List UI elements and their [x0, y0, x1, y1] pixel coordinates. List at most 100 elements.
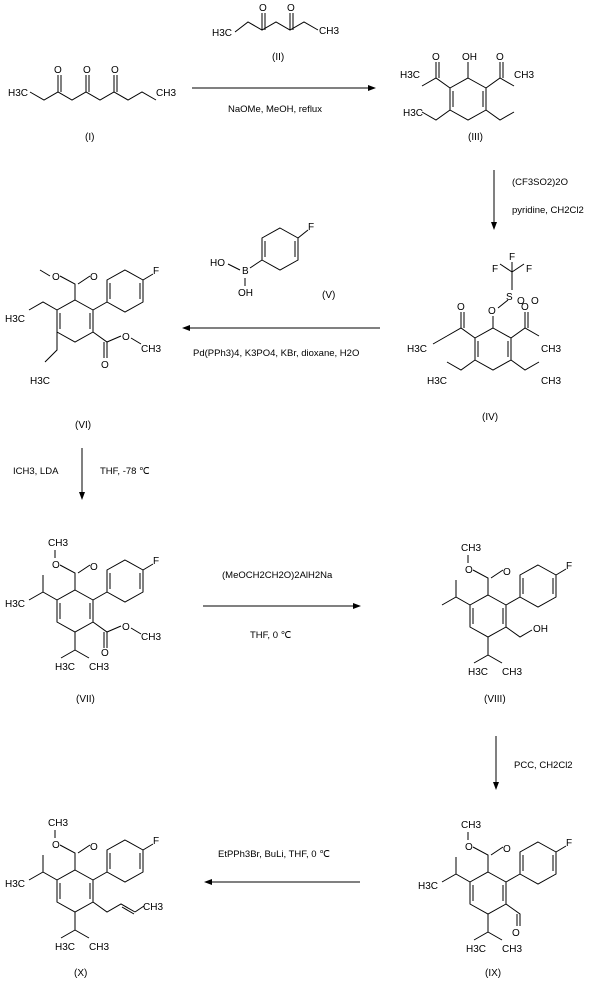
atom-o: O [465, 842, 473, 853]
atom-o: O [287, 3, 295, 14]
atom-ch3: CH3 [502, 667, 522, 678]
atom-o: O [457, 302, 465, 313]
atom-o: O [122, 622, 130, 633]
atom-ch3: CH3 [502, 944, 522, 955]
atom-h3c: H3C [466, 944, 486, 955]
atom-o: O [90, 842, 98, 853]
atom-o: O [259, 3, 267, 14]
atom-o: O [90, 562, 98, 573]
compound-vii-structure: O O CH3 H3C F O O CH3 H3C CH3 [5, 538, 161, 673]
atom-h3c: H3C [5, 879, 25, 890]
atom-h3c: H3C [8, 88, 28, 99]
atom-o: O [122, 332, 130, 343]
atom-h3c: H3C [418, 881, 438, 892]
atom-f: F [509, 252, 515, 263]
atom-ho: HO [210, 258, 225, 269]
atom-h3c: H3C [212, 28, 232, 39]
atom-o: O [465, 565, 473, 576]
atom-f: F [526, 264, 532, 275]
atom-oh: OH [533, 624, 548, 635]
atom-h3c: H3C [5, 314, 25, 325]
atom-o: O [531, 296, 539, 307]
atom-f: F [153, 266, 159, 277]
compound-iv-structure: O S O O F F F O H3C O CH3 H3C CH3 [407, 252, 561, 387]
compound-ii-structure: O O H3C CH3 [212, 3, 339, 39]
atom-o: O [517, 296, 525, 307]
compound-iii-structure: OH O H3C O CH3 H3C [400, 52, 534, 121]
atom-h3c: H3C [427, 376, 447, 387]
atom-h3c: H3C [30, 376, 50, 387]
conditions-step2-line1: (CF3SO2)2O [512, 177, 568, 188]
atom-ch3: CH3 [48, 538, 68, 549]
atom-h3c: H3C [407, 344, 427, 355]
atom-ch3: CH3 [141, 344, 161, 355]
compound-x-structure: O O CH3 H3C F CH3 H3C CH3 [5, 818, 163, 953]
atom-ch3: CH3 [48, 818, 68, 829]
conditions-step5-line2: THF, 0 ℃ [250, 630, 292, 641]
atom-o: O [521, 302, 529, 313]
compound-v-structure: F B HO OH [210, 222, 314, 299]
atom-f: F [153, 836, 159, 847]
label-compound-viii: (VIII) [484, 694, 506, 705]
atom-ch3: CH3 [461, 543, 481, 554]
atom-f: F [153, 556, 159, 567]
atom-f: F [492, 264, 498, 275]
atom-o: O [101, 648, 109, 659]
atom-o: O [496, 52, 504, 63]
conditions-step1: NaOMe, MeOH, reflux [228, 104, 322, 115]
atom-o: O [52, 272, 60, 283]
atom-h3c: H3C [400, 70, 420, 81]
atom-o: O [512, 928, 520, 939]
atom-ch3: CH3 [89, 942, 109, 953]
conditions-step7: EtPPh3Br, BuLi, THF, 0 ℃ [218, 849, 330, 860]
conditions-step6: PCC, CH2Cl2 [514, 760, 573, 771]
label-compound-v: (V) [322, 290, 335, 301]
atom-ch3: CH3 [514, 70, 534, 81]
conditions-step4-b: THF, -78 ℃ [100, 466, 150, 477]
atom-o: O [111, 65, 119, 76]
atom-ch3: CH3 [541, 344, 561, 355]
atom-f: F [566, 838, 572, 849]
atom-o: O [90, 272, 98, 283]
atom-h3c: H3C [5, 599, 25, 610]
atom-b: B [242, 266, 249, 277]
conditions-step3: Pd(PPh3)4, K3PO4, KBr, dioxane, H2O [193, 348, 359, 359]
atom-s: S [506, 292, 513, 303]
atom-ch3: CH3 [143, 902, 163, 913]
atom-o: O [432, 52, 440, 63]
atom-h3c: H3C [403, 108, 423, 119]
label-compound-vi: (VI) [75, 420, 91, 431]
conditions-step2-line2: pyridine, CH2Cl2 [512, 205, 584, 216]
atom-oh: OH [462, 52, 477, 63]
atom-h3c: H3C [55, 942, 75, 953]
label-compound-x: (X) [74, 968, 87, 979]
atom-o: O [54, 65, 62, 76]
atom-ch3: CH3 [89, 662, 109, 673]
atom-ch3: CH3 [319, 26, 339, 37]
compound-viii-structure: O O CH3 F OH H3C CH3 [441, 543, 572, 678]
atom-ch3: CH3 [156, 88, 176, 99]
label-compound-ix: (IX) [485, 968, 501, 979]
atom-ch3: CH3 [541, 376, 561, 387]
compound-ix-structure: O O CH3 H3C F O H3C CH3 [418, 820, 572, 955]
atom-h3c: H3C [468, 667, 488, 678]
atom-f: F [566, 561, 572, 572]
atom-o: O [503, 567, 511, 578]
atom-o: O [83, 65, 91, 76]
atom-ch3: CH3 [461, 820, 481, 831]
compound-vi-structure: O O H3C F O O CH3 H3C [5, 266, 161, 387]
label-compound-ii: (II) [272, 52, 284, 63]
atom-o: O [52, 560, 60, 571]
conditions-step5-line1: (MeOCH2CH2O)2AlH2Na [222, 570, 333, 581]
compound-i-structure: O O O H3C CH3 [8, 65, 176, 101]
label-compound-iii: (III) [468, 132, 483, 143]
conditions-step4-a: ICH3, LDA [13, 466, 59, 477]
atom-ch3: CH3 [141, 632, 161, 643]
atom-oh: OH [238, 288, 253, 299]
atom-o: O [488, 306, 496, 317]
label-compound-iv: (IV) [482, 412, 498, 423]
atom-o: O [503, 844, 511, 855]
label-compound-vii: (VII) [76, 694, 95, 705]
atom-o: O [52, 840, 60, 851]
